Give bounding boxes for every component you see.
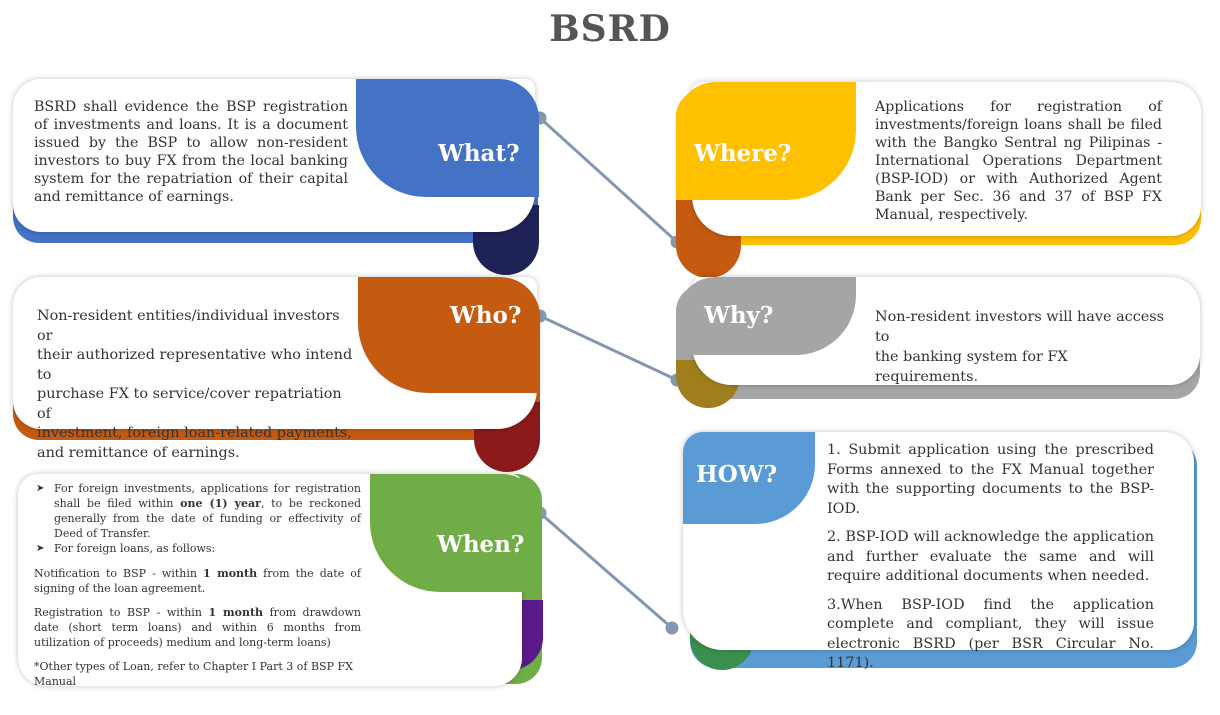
- who-label: Who?: [450, 302, 522, 329]
- connector-when-how: [539, 511, 673, 630]
- where-tab: [676, 82, 856, 200]
- why-tab: [676, 277, 856, 355]
- what-text: BSRD shall evidence the BSP registration…: [34, 99, 348, 205]
- arrow-bullet-icon: ➤: [36, 543, 45, 554]
- how-tab: [683, 432, 815, 524]
- who-tab: [358, 277, 540, 393]
- who-line-5: and remittance of earnings.: [37, 444, 240, 461]
- where-text: Applications for registration of investm…: [875, 99, 1162, 223]
- where-label: Where?: [694, 140, 792, 167]
- when-registration: Registration to BSP - within 1 month fro…: [34, 606, 361, 649]
- when-label: When?: [437, 531, 525, 558]
- why-line-2: the banking system for FX requirements.: [875, 349, 1068, 385]
- who-line-4: investment, foreign loan-related payment…: [37, 425, 352, 441]
- why-label: Why?: [704, 302, 774, 329]
- connector-who-why: [539, 314, 678, 382]
- when-notification: Notification to BSP - within 1 month fro…: [34, 567, 361, 595]
- why-text: Non-resident investors will have access …: [875, 307, 1175, 387]
- how-step-3: 3.When BSP-IOD find the application comp…: [827, 596, 1154, 672]
- when-text: ➤ For foreign investments, applications …: [34, 481, 361, 698]
- what-label: What?: [438, 140, 520, 167]
- page-title: BSRD: [549, 8, 671, 50]
- when-tab: [370, 474, 542, 592]
- when-bullet-investments: ➤ For foreign investments, applications …: [36, 482, 362, 540]
- arrow-bullet-icon: ➤: [36, 483, 45, 494]
- what-tab: [356, 79, 539, 197]
- who-line-1: Non-resident entities/individual investo…: [37, 308, 340, 344]
- connector-what-where: [538, 116, 679, 244]
- who-line-2: their authorized representative who inte…: [37, 347, 353, 383]
- how-label: HOW?: [696, 461, 778, 488]
- when-bullets: ➤ For foreign investments, applications …: [34, 481, 361, 556]
- how-step-2: 2. BSP-IOD will acknowledge the applicat…: [827, 529, 1154, 584]
- when-bullet-loans: ➤ For foreign loans, as follows:: [36, 542, 216, 555]
- how-text: 1. Submit application using the prescrib…: [827, 441, 1154, 683]
- why-line-1: Non-resident investors will have access …: [875, 309, 1165, 345]
- who-line-3: purchase FX to service/cover repatriatio…: [37, 386, 342, 422]
- how-step-1: 1. Submit application using the prescrib…: [827, 442, 1154, 517]
- when-note: *Other types of Loan, refer to Chapter I…: [34, 660, 353, 688]
- who-text: Non-resident entities/individual investo…: [37, 307, 357, 463]
